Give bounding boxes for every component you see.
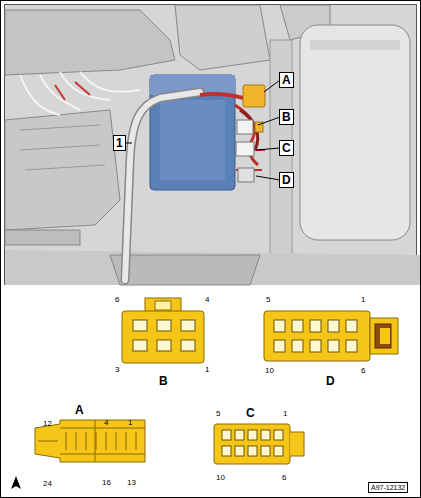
pin-cavity <box>274 340 285 352</box>
pin-number: 1 <box>128 419 132 427</box>
pin-cavity <box>261 446 270 456</box>
rib <box>96 432 97 450</box>
pin-number: 10 <box>216 474 225 482</box>
connector-letter: C <box>246 407 255 419</box>
callout-label: D <box>279 172 294 188</box>
pin-cavity <box>292 340 303 352</box>
pin-cavity <box>181 340 195 351</box>
connector-letter: D <box>326 375 335 387</box>
connector-a <box>35 420 145 462</box>
pin-cavity <box>274 446 283 456</box>
rib <box>126 432 127 450</box>
pin-number: 3 <box>115 366 119 374</box>
pin-cavity <box>261 430 270 440</box>
pin-number: 24 <box>43 480 52 488</box>
pin-cavity <box>222 446 231 456</box>
pin-cavity <box>310 340 321 352</box>
pin-cavity <box>328 340 339 352</box>
connector-letter: A <box>75 404 84 416</box>
connector-d <box>264 311 398 361</box>
pin-cavity <box>346 320 357 332</box>
rib <box>116 432 117 450</box>
connectors-installed <box>236 85 265 182</box>
orientation-arrow <box>11 476 21 489</box>
pin-cavity <box>181 320 195 331</box>
pin-number: 12 <box>43 420 52 428</box>
callout-label: B <box>279 109 294 125</box>
pin-number: 5 <box>216 410 220 418</box>
pin-number: 6 <box>282 474 286 482</box>
pin-cavity <box>133 320 147 331</box>
pin-number: 1 <box>361 296 365 304</box>
engine-bay <box>5 5 420 285</box>
pin-number: 1 <box>283 410 287 418</box>
pin-cavity <box>328 320 339 332</box>
leader-lines <box>126 80 280 180</box>
photo-panel <box>5 5 417 285</box>
pin-cavity <box>248 430 257 440</box>
pin-cavity <box>274 320 285 332</box>
rib <box>76 432 77 450</box>
pin-number: 4 <box>104 419 108 427</box>
callout-label: 1 <box>113 135 126 151</box>
pin-number: 10 <box>265 367 274 375</box>
pin-number: 5 <box>266 296 270 304</box>
pin-cavity <box>157 340 171 351</box>
callout-label: A <box>279 72 294 88</box>
callout-label: C <box>279 140 294 156</box>
figure-number: A97-12132 <box>368 482 408 493</box>
pin-number: 16 <box>102 479 111 487</box>
rib <box>136 432 137 450</box>
pin-number: 6 <box>115 296 119 304</box>
pin-cavity <box>274 430 283 440</box>
pin-number: 1 <box>205 366 209 374</box>
connector-b <box>122 298 204 363</box>
connector-letter: B <box>159 375 168 387</box>
pin-cavity <box>235 430 244 440</box>
rib <box>66 432 67 450</box>
connector-c <box>214 424 304 464</box>
pin-cavity <box>157 320 171 331</box>
pin-cavity <box>346 340 357 352</box>
pin-number: 4 <box>205 296 209 304</box>
pin-cavity <box>310 320 321 332</box>
pin-cavity <box>292 320 303 332</box>
rib <box>106 432 107 450</box>
pin-cavity <box>248 446 257 456</box>
hose <box>125 92 200 280</box>
pin-cavity <box>235 446 244 456</box>
pin-cavity <box>133 340 147 351</box>
pin-number: 13 <box>127 479 136 487</box>
pin-number: 6 <box>361 367 365 375</box>
rib <box>86 432 87 450</box>
pin-cavity <box>222 430 231 440</box>
